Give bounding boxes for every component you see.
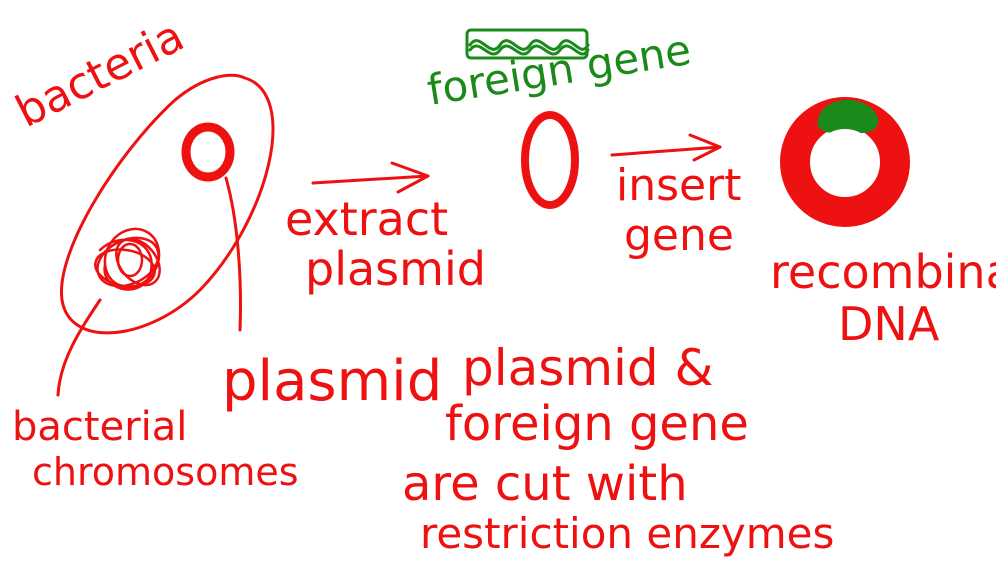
restriction-line-2: foreign gene (445, 396, 749, 452)
foreign-gene-label: foreign gene (424, 25, 694, 115)
restriction-line-1: plasmid & (462, 339, 714, 397)
insert-gene-label: gene (624, 210, 734, 261)
restriction-line-3: are cut with (402, 456, 688, 512)
insert-label: insert (616, 160, 741, 211)
inserted-gene-segment (817, 99, 879, 134)
recombinant-dna-ring (780, 97, 910, 227)
bacteria-label: bacteria (8, 10, 192, 137)
plasmid-label: plasmid (222, 349, 442, 414)
restriction-line-4: restriction enzymes (420, 509, 834, 558)
chromosome-pointer-line (56, 298, 102, 397)
bacteria-cell-outline (60, 73, 275, 335)
extract-label: extract (285, 192, 448, 246)
isolated-plasmid-ring (521, 111, 579, 209)
bacteria-plasmid-ring (181, 122, 235, 182)
bacterial-chromosome-scribble (94, 227, 161, 291)
extract-plasmid-arrow (311, 161, 430, 194)
insert-gene-arrow (610, 133, 722, 162)
bacterial-label: bacterial (12, 404, 187, 450)
recombinant-label: recombinant (770, 245, 996, 299)
recombinant-dna-label: DNA (838, 297, 940, 351)
plasmid-pointer-line (224, 176, 242, 332)
extract-plasmid-label: plasmid (305, 242, 486, 296)
foreign-gene-segment (465, 28, 590, 60)
chromosomes-label: chromosomes (32, 450, 299, 494)
